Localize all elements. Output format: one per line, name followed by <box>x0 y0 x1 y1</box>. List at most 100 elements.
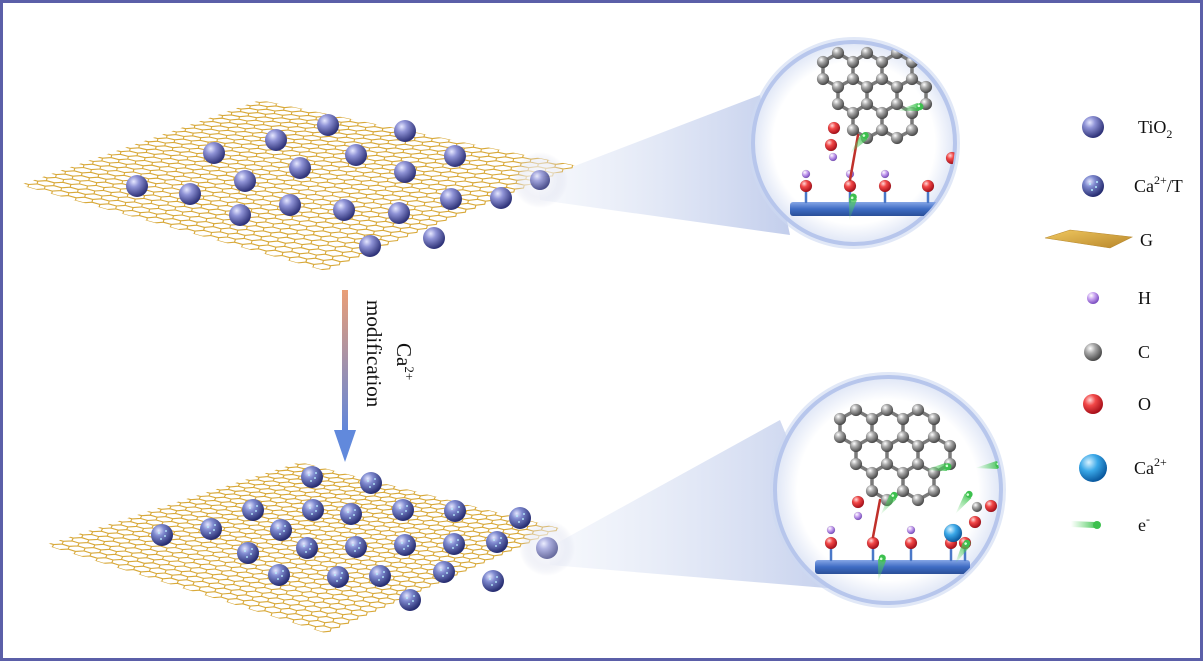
bottom-molecule-detail <box>815 403 1001 582</box>
top-zoom-cone <box>538 95 790 235</box>
tio2-particle <box>234 170 256 192</box>
carbon-atom <box>896 412 910 426</box>
tio2-sphere-icon <box>1082 116 1104 138</box>
hydrogen-atom <box>801 169 811 179</box>
carbon-atom-icon <box>1084 343 1102 361</box>
ca-tio2-particle <box>444 500 466 522</box>
ca-tio2-particle <box>433 561 455 583</box>
carbon-atom <box>846 106 860 120</box>
carbon-atom <box>927 430 941 444</box>
carbon-atom <box>880 403 894 417</box>
carbon-atom <box>890 97 904 111</box>
oxygen-atom <box>824 138 838 152</box>
bottom-zoom-circle <box>770 372 1006 608</box>
tio2-particle <box>345 144 367 166</box>
legend-label-cat: Ca2+/T <box>1134 173 1183 196</box>
carbon-atom <box>896 466 910 480</box>
calcium-ion-icon <box>1079 454 1107 482</box>
carbon-atom <box>833 412 847 426</box>
calcium-ion <box>943 523 963 543</box>
tio2-particle <box>440 188 462 210</box>
legend-label-e: e- <box>1138 512 1150 535</box>
electron-icon <box>878 554 886 582</box>
process-label-line1: Ca2+ <box>392 343 417 380</box>
electron-icon <box>955 490 973 515</box>
carbon-atom <box>846 55 860 69</box>
ca-tio2-particle <box>296 537 318 559</box>
ca-tio2-particle <box>392 499 414 521</box>
ca-tio2-particle <box>270 519 292 541</box>
carbon-atom <box>865 430 879 444</box>
carbon-atom <box>831 97 845 111</box>
carbon-atom <box>860 97 874 111</box>
carbon-atom <box>911 457 925 471</box>
carbon-atom <box>831 46 845 60</box>
oxygen-atom <box>799 179 813 193</box>
carbon-atom <box>849 457 863 471</box>
ca-tio2-particle <box>327 566 349 588</box>
carbon-atom <box>911 493 925 507</box>
tio2-particle <box>289 157 311 179</box>
tio2-particle <box>394 120 416 142</box>
ca-tio2-particle <box>302 499 324 521</box>
oxygen-atom <box>866 536 880 550</box>
carbon-atom <box>919 80 933 94</box>
carbon-atom <box>911 403 925 417</box>
graphene-sheet-icon <box>1044 229 1134 249</box>
carbon-atom <box>875 72 889 86</box>
electron-icon <box>849 131 869 154</box>
top-tio2-particles <box>126 114 512 257</box>
ca-tio2-particle <box>345 536 367 558</box>
tio2-particle <box>333 199 355 221</box>
ca-tio2-particle <box>394 534 416 556</box>
oxygen-atom <box>968 515 982 529</box>
process-label-line2: modification <box>362 300 386 408</box>
hydrogen-atom <box>826 525 836 535</box>
hydrogen-atom <box>828 152 838 162</box>
tio2-particle <box>265 129 287 151</box>
bottom-zoom-particle <box>536 537 558 559</box>
electron-icon <box>1071 521 1101 529</box>
ca-tio2-particle <box>443 533 465 555</box>
carbon-atom <box>971 501 983 513</box>
electron-icon <box>849 193 857 221</box>
carbon-atom <box>880 439 894 453</box>
ca-tio2-particle <box>242 499 264 521</box>
hydrogen-atom <box>853 511 863 521</box>
carbon-atom <box>816 55 830 69</box>
tio2-particle <box>490 187 512 209</box>
carbon-atom <box>911 439 925 453</box>
tio2-particle <box>423 227 445 249</box>
tio2-particle <box>317 114 339 136</box>
tio2-particle <box>394 161 416 183</box>
legend-label-h: H <box>1138 288 1151 308</box>
carbon-atom <box>833 430 847 444</box>
tio2-particle <box>444 145 466 167</box>
electron-icon <box>880 491 898 516</box>
hydrogen-atom-icon <box>1087 292 1099 304</box>
oxygen-atom <box>904 536 918 550</box>
carbon-atom <box>846 72 860 86</box>
ca-tio2-sphere-icon <box>1082 175 1104 197</box>
tio2-particle <box>179 183 201 205</box>
ca-tio2-particle <box>369 565 391 587</box>
tio2-particle <box>279 194 301 216</box>
ca-tio2-particle <box>301 466 323 488</box>
carbon-atom <box>896 484 910 498</box>
process-label: Ca2+ modification <box>362 300 417 408</box>
electron-icon <box>896 103 924 111</box>
tio2-particle <box>229 204 251 226</box>
ca-tio2-particle <box>268 564 290 586</box>
carbon-atom <box>846 123 860 137</box>
legend-label-g: G <box>1140 230 1153 250</box>
ca-tio2-particle <box>200 518 222 540</box>
legend-label-c: C <box>1138 342 1150 362</box>
carbon-atom <box>816 72 830 86</box>
carbon-atom <box>849 403 863 417</box>
top-zoom-circle <box>748 37 960 249</box>
top-zoom-particle <box>530 170 550 190</box>
oxygen-atom <box>878 179 892 193</box>
ca-tio2-particle <box>340 503 362 525</box>
tio2-particle <box>203 142 225 164</box>
